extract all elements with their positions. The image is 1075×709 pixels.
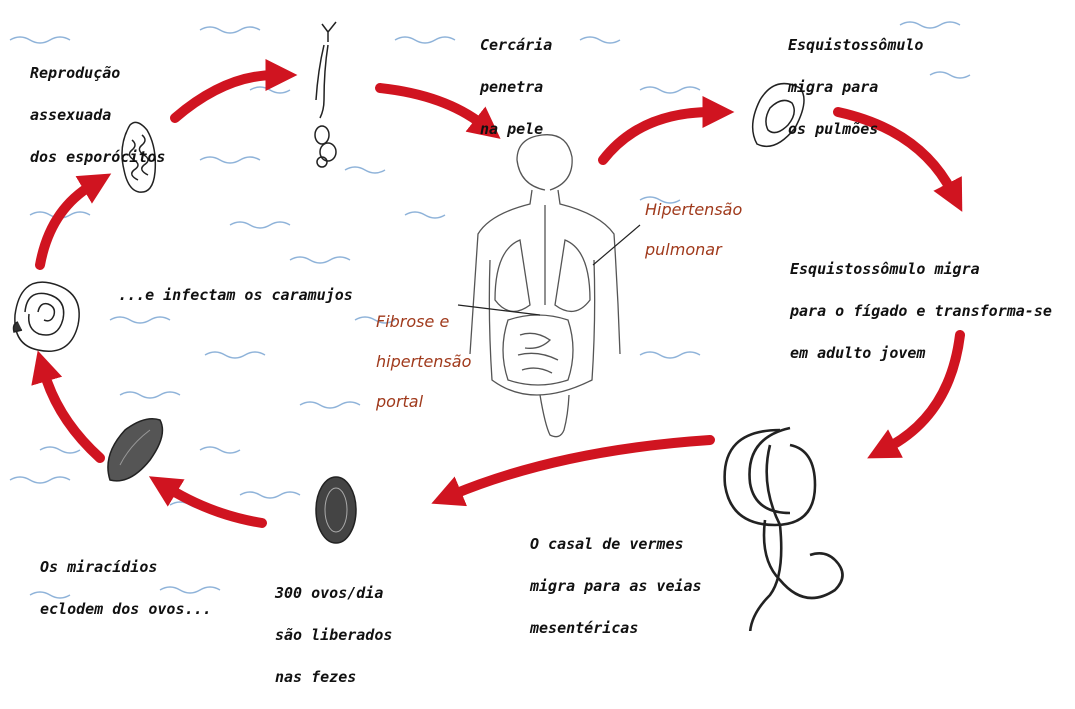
schistosomiasis-life-cycle-diagram: Reprodução assexuada dos esporócitos Cer…	[0, 0, 1075, 631]
annotation-pointers	[458, 225, 640, 315]
label-miracidia: Os miracídios eclodem dos ovos...	[40, 536, 212, 641]
label-line: Os miracídios	[40, 557, 212, 578]
label-line: hipertensão	[376, 352, 471, 372]
arrow-snail-to-sporocyst	[40, 185, 92, 265]
label-line: portal	[376, 392, 471, 412]
label-line: Reprodução	[30, 63, 165, 84]
label-snails: ...e infectam os caramujos	[118, 264, 353, 327]
label-line: Cercária	[480, 35, 552, 56]
label-line: pulmonar	[645, 240, 742, 260]
adult-worms-drawing	[725, 428, 843, 631]
label-line: penetra	[480, 77, 552, 98]
label-line: os pulmões	[788, 119, 923, 140]
label-line: Esquistossômulo migra	[790, 259, 1052, 280]
label-line: na pele	[480, 119, 552, 140]
label-line: em adulto jovem	[790, 343, 1052, 364]
label-asexual-reproduction: Reprodução assexuada dos esporócitos	[30, 42, 165, 189]
arrow-human-to-lungs	[603, 112, 712, 160]
label-line: nas fezes	[275, 667, 392, 688]
label-eggs: 300 ovos/dia são liberados nas fezes	[275, 562, 392, 709]
label-line: Hipertensão	[645, 200, 742, 220]
label-portal-fibrosis: Fibrose e hipertensão portal	[376, 292, 471, 432]
label-line: mesentéricas	[530, 618, 702, 639]
label-line: 300 ovos/dia	[275, 583, 392, 604]
label-pulmonary-hypertension: Hipertensão pulmonar	[645, 180, 742, 280]
label-cercaria: Cercária penetra na pele	[480, 14, 552, 161]
arrow-cercaria-to-human	[380, 88, 483, 125]
arrow-sporocyst-to-cercaria	[175, 75, 275, 118]
cercaria-drawing	[315, 22, 336, 167]
miracidium-drawing	[108, 419, 163, 481]
label-line: migra para as veias	[530, 576, 702, 597]
label-line: Esquistossômulo	[788, 35, 923, 56]
label-line: migra para	[788, 77, 923, 98]
label-worm-pair: O casal de vermes migra para as veias me…	[530, 513, 702, 660]
arrow-eggs-to-miracidia	[168, 488, 262, 523]
label-schistosomulum-liver: Esquistossômulo migra para o fígado e tr…	[790, 238, 1052, 385]
egg-drawing	[316, 477, 356, 543]
snail-drawing	[14, 282, 80, 351]
label-line: para o fígado e transforma-se	[790, 301, 1052, 322]
label-line: ...e infectam os caramujos	[118, 285, 353, 306]
label-line: O casal de vermes	[530, 534, 702, 555]
human-body-drawing	[470, 135, 620, 437]
label-line: eclodem dos ovos...	[40, 599, 212, 620]
arrow-miracidia-to-snail	[44, 372, 100, 458]
label-line: Fibrose e	[376, 312, 471, 332]
label-line: são liberados	[275, 625, 392, 646]
label-line: dos esporócitos	[30, 147, 165, 168]
label-schistosomulum-lungs: Esquistossômulo migra para os pulmões	[788, 14, 923, 161]
label-line: assexuada	[30, 105, 165, 126]
arrow-worms-to-eggs	[452, 440, 710, 495]
